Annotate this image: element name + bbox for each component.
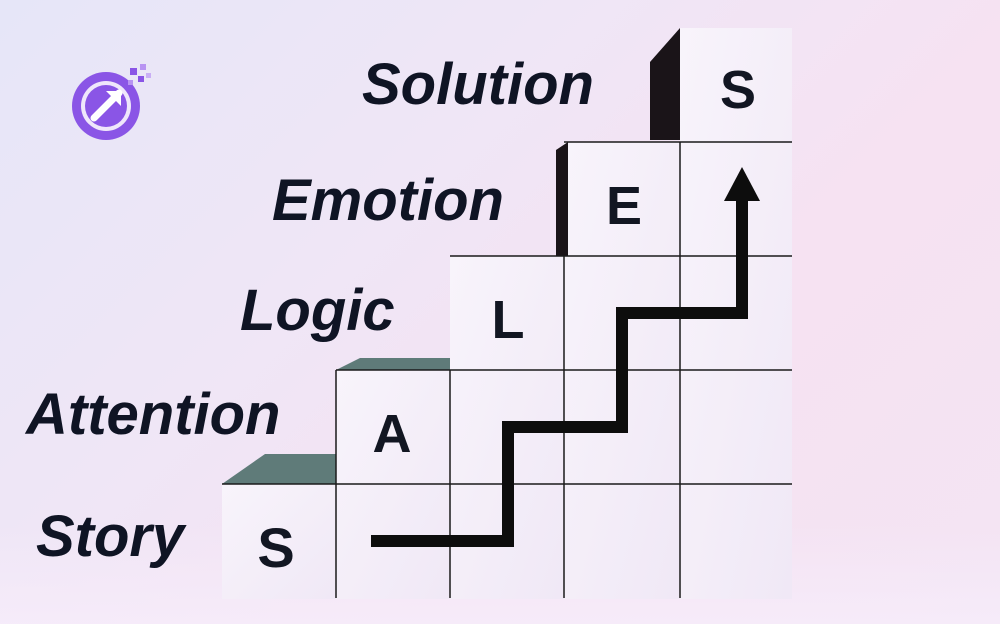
arrow-cursor-logo-icon [72,64,151,140]
staircase-arrow-icon [371,198,748,547]
arrow-head-icon [724,167,760,201]
block-5-side [650,28,680,140]
block-1-top [222,454,336,484]
block-4-side [556,142,568,256]
step-label-solution: Solution [362,52,594,117]
block-letter-e: E [606,176,642,236]
step-label-attention: Attention [26,382,281,447]
step-label-emotion: Emotion [272,168,504,233]
step-label-logic: Logic [240,278,395,343]
block-letter-s-solution: S [720,60,756,120]
block-letter-a: A [373,404,412,464]
step-label-story: Story [36,504,185,569]
column-1-body [222,484,336,599]
block-letter-l: L [492,290,525,350]
block-2-top [336,358,450,370]
block-letter-s-story: S [257,516,294,579]
